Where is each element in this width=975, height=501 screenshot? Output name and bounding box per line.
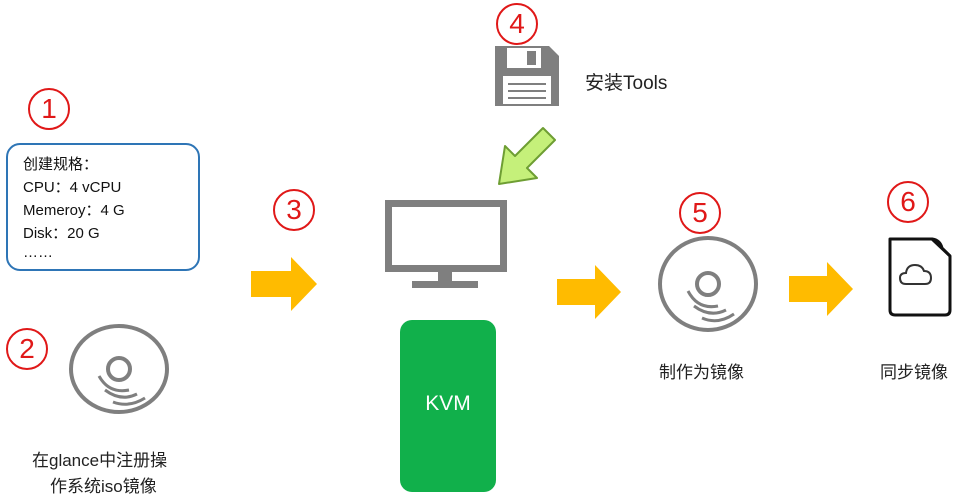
step-1-badge: 1: [28, 88, 70, 130]
step-2-badge: 2: [6, 328, 48, 370]
iso-label-line1: 在glance中注册操: [32, 451, 168, 470]
kvm-block: KVM: [400, 320, 496, 492]
spec-more: ……: [23, 244, 53, 261]
arrow-right-icon: [251, 257, 317, 311]
arrow-right-icon: [557, 265, 621, 319]
tools-label: 安装Tools: [585, 73, 668, 94]
step-4-badge: 4: [496, 3, 538, 45]
arrow-right-icon: [789, 262, 853, 316]
floppy-disk-icon: [495, 46, 559, 106]
sync-image-label: 同步镜像: [880, 363, 948, 382]
disc-icon: [658, 236, 758, 332]
kvm-label: KVM: [425, 392, 471, 415]
spec-disk: Disk：20 G: [23, 225, 100, 242]
make-image-label: 制作为镜像: [659, 363, 744, 382]
step-3-badge: 3: [273, 189, 315, 231]
spec-memory: Memeroy：4 G: [23, 202, 125, 219]
spec-title: 创建规格：: [23, 156, 99, 173]
arrow-down-left-icon: [498, 127, 556, 185]
step-5-badge: 5: [679, 192, 721, 234]
spec-box: 创建规格： CPU：4 vCPU Memeroy：4 G Disk：20 G ……: [6, 143, 200, 271]
iso-label-line2: 作系统iso镜像: [50, 477, 157, 496]
cloud-file-icon: [888, 237, 952, 317]
step-6-badge: 6: [887, 181, 929, 223]
spec-cpu: CPU：4 vCPU: [23, 179, 122, 196]
disc-icon: [69, 324, 169, 414]
monitor-icon: [385, 200, 507, 288]
